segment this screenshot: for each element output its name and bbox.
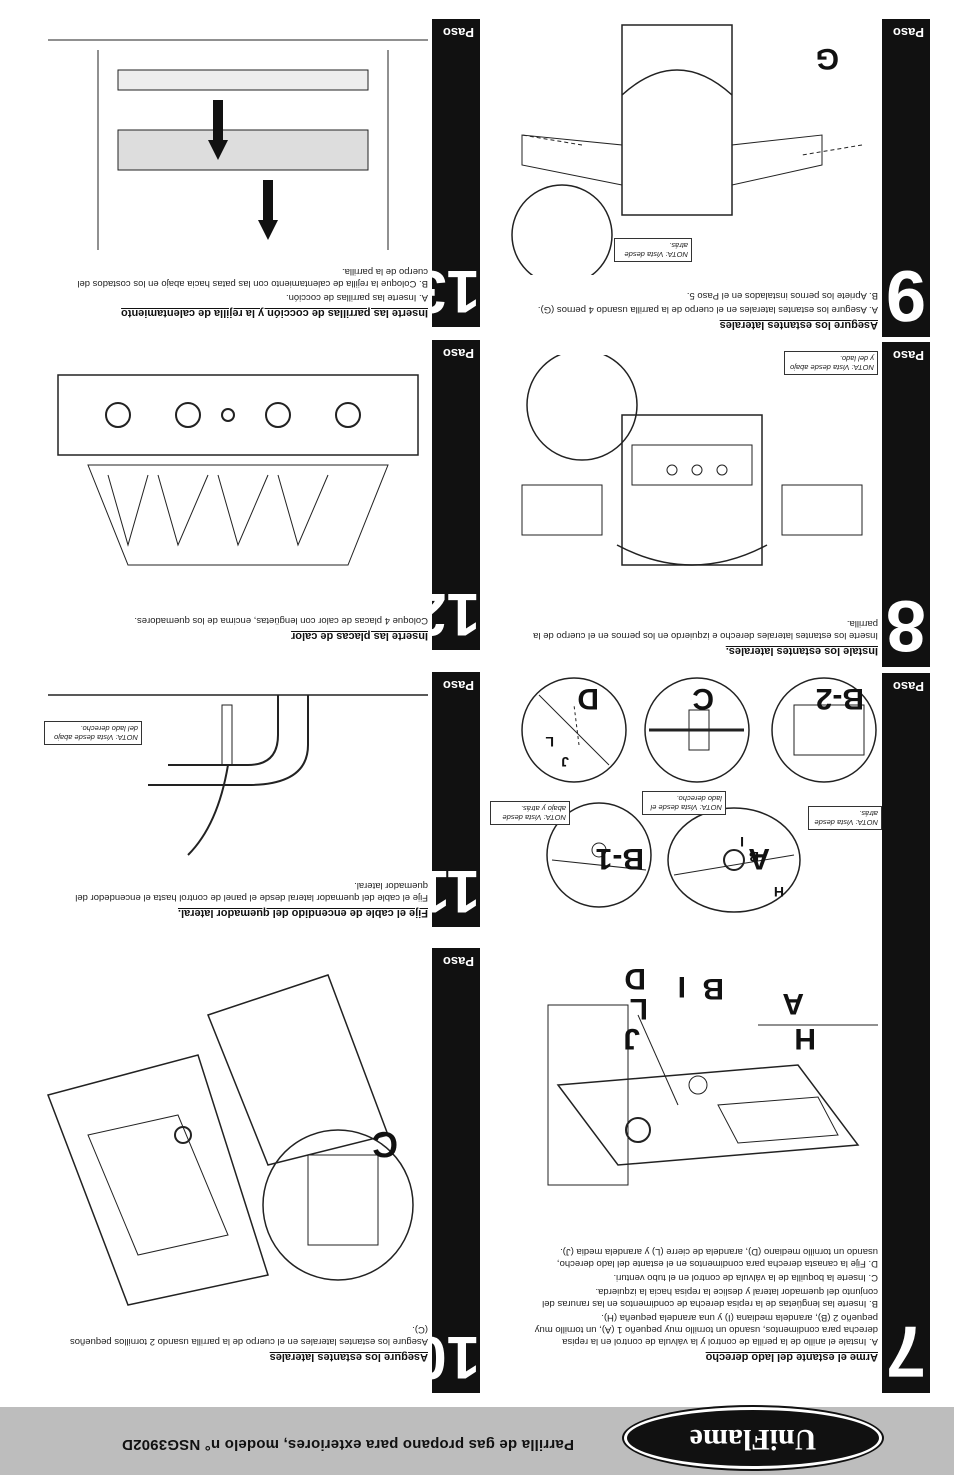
paso-11-title: Fije el cable de encendido del quemador …: [177, 907, 428, 919]
paso-9-number: 9: [885, 255, 927, 335]
paso-11-badge: 11 Paso: [416, 672, 480, 927]
brand-text: UniFlame: [689, 1423, 817, 1456]
callout-i: I: [677, 970, 686, 1003]
callout-g: G: [815, 42, 839, 75]
paso-13-badge: 13 Paso: [413, 19, 480, 327]
paso-7-instructions: A. Instale el anillo de la perilla de co…: [533, 1243, 878, 1347]
callout-c-paso10: C: [372, 1124, 398, 1165]
paso-8-label: Paso: [892, 348, 924, 363]
paso-8-line: Inserte los estantes laterales derecho e…: [533, 618, 878, 641]
callout-h: H: [794, 1022, 816, 1055]
paso-7-shelf-figure: [518, 975, 878, 1225]
callout-b1-detail: B-1: [595, 842, 644, 875]
paso-11-igniter-figure: [48, 675, 428, 865]
detail-b2-circle: [764, 675, 884, 785]
detail-a-circle: [664, 805, 804, 915]
paso-12-instructions: Coloque 4 placas de calor con lengüetas,…: [58, 612, 428, 626]
paso-13-label: Paso: [442, 25, 474, 40]
paso-9-badge: 9 Paso: [882, 19, 930, 337]
paso-8-number: 8: [885, 585, 927, 665]
callout-b: B: [702, 972, 724, 1005]
callout-a: A: [782, 987, 804, 1020]
paso-11-number: 11: [416, 858, 480, 925]
paso-9-instructions: A. Asegure los estantes laterales en el …: [508, 287, 878, 315]
paso-8-title: Instale los estantes laterales.: [725, 645, 878, 657]
footer-band: UniFlame Parrilla de gas propano para ex…: [0, 1407, 954, 1475]
paso-10-label: Paso: [442, 954, 474, 969]
callout-l-detail: L: [545, 734, 554, 750]
paso-7-number: 7: [885, 1311, 927, 1391]
callout-b2: B-2: [815, 682, 864, 715]
paso-12-line: Coloque 4 placas de calor con lengüetas,…: [134, 615, 428, 626]
paso-7-note-bottom-rear: NOTA: Vista desde abajo y atrás.: [490, 801, 570, 825]
paso-8-instructions: Inserte los estantes laterales derecho e…: [508, 615, 878, 641]
paso-11-label: Paso: [442, 678, 474, 693]
paso-7-title: Arme el estante del lado derecho: [705, 1351, 878, 1363]
paso-13-number: 13: [413, 258, 480, 325]
detail-b1-circle: [544, 800, 654, 910]
paso-11-line: Fije el cable del quemador lateral desde…: [75, 880, 428, 903]
callout-d: D: [624, 962, 646, 995]
paso-9-label: Paso: [892, 25, 924, 40]
paso-10-shelf-figure: [38, 955, 428, 1315]
paso-13-instructions: A. Inserte las parrillas de cocción. B. …: [58, 263, 428, 303]
callout-i-detail: I: [740, 834, 744, 850]
paso-11-instructions: Fije el cable del quemador lateral desde…: [58, 877, 428, 903]
uniflame-logo: UniFlame: [624, 1407, 882, 1469]
callout-d-detail: D: [577, 682, 599, 715]
paso-8-note: NOTA: Vista desde abajo y del lado.: [784, 351, 878, 375]
callout-l: L: [629, 992, 648, 1025]
callout-j: J: [623, 1022, 640, 1055]
paso-11-note: NOTA: Vista desde abajo del lado derecho…: [44, 721, 142, 745]
paso-7-note-right: NOTA: Vista desde el lado derecho.: [642, 791, 726, 815]
paso-10-number: 10: [413, 1324, 480, 1391]
paso-7-shelf-drawing: [547, 1004, 878, 1186]
paso-7-line-a: A. Instale el anillo de la perilla de co…: [534, 1312, 878, 1347]
paso-10-title: Asegure los estantes laterales: [269, 1351, 428, 1363]
paso-9-line-b: B. Apriete los pernos instalados en el P…: [686, 290, 878, 301]
paso-10-badge: 10 Paso: [413, 948, 480, 1393]
paso-7-line-b: B. Inserte las lengüetas de la repisa de…: [542, 1286, 878, 1309]
callout-h-detail: H: [773, 884, 784, 900]
paso-12-heat-plates-figure: [48, 345, 428, 605]
paso-7-badge: 7 Paso: [882, 673, 930, 1393]
paso-12-number: 12: [413, 581, 480, 648]
paso-13-title: Inserte las parrillas de cocción y la re…: [121, 307, 428, 319]
paso-7-note-rear: NOTA: Vista desde atrás.: [808, 806, 882, 830]
paso-7-line-d: D. Fije la canasta derecha para condimen…: [556, 1246, 878, 1269]
paso-12-label: Paso: [442, 346, 474, 361]
paso-9-note: NOTA: Vista desde atrás.: [614, 238, 692, 262]
paso-12-badge: 12 Paso: [413, 340, 480, 650]
paso-9-side-shelf-figure: [502, 20, 882, 275]
callout-c: C: [692, 682, 714, 715]
paso-13-line-a: A. Inserte las parrillas de cocción.: [285, 292, 428, 303]
document-title: Parrilla de gas propano para exteriores,…: [121, 1436, 574, 1453]
paso-8-badge: 8 Paso: [882, 342, 930, 667]
paso-9-title: Asegure los estantes laterales: [719, 319, 878, 331]
detail-c-circle: [639, 675, 754, 785]
paso-10-line: Asegure los estantes laterales en el cue…: [69, 1324, 428, 1347]
paso-7-line-c: C. Inserte la boquilla de la válvula de …: [613, 1272, 878, 1283]
paso-7-label: Paso: [892, 679, 924, 694]
paso-10-instructions: Asegure los estantes laterales en el cue…: [68, 1321, 428, 1347]
callout-b-detail: B: [748, 849, 759, 865]
detail-d-circle: [519, 675, 629, 785]
paso-12-title: Inserte las placas de calor: [291, 630, 428, 642]
paso-13-grates-figure: [48, 20, 428, 250]
paso-9-line-a: A. Asegure los estantes laterales en el …: [537, 304, 878, 315]
callout-j-detail: J: [561, 754, 569, 770]
paso-13-line-b: B. Coloque la rejilla de calentamiento c…: [77, 266, 428, 289]
paso-8-grill-figure: [502, 355, 882, 605]
